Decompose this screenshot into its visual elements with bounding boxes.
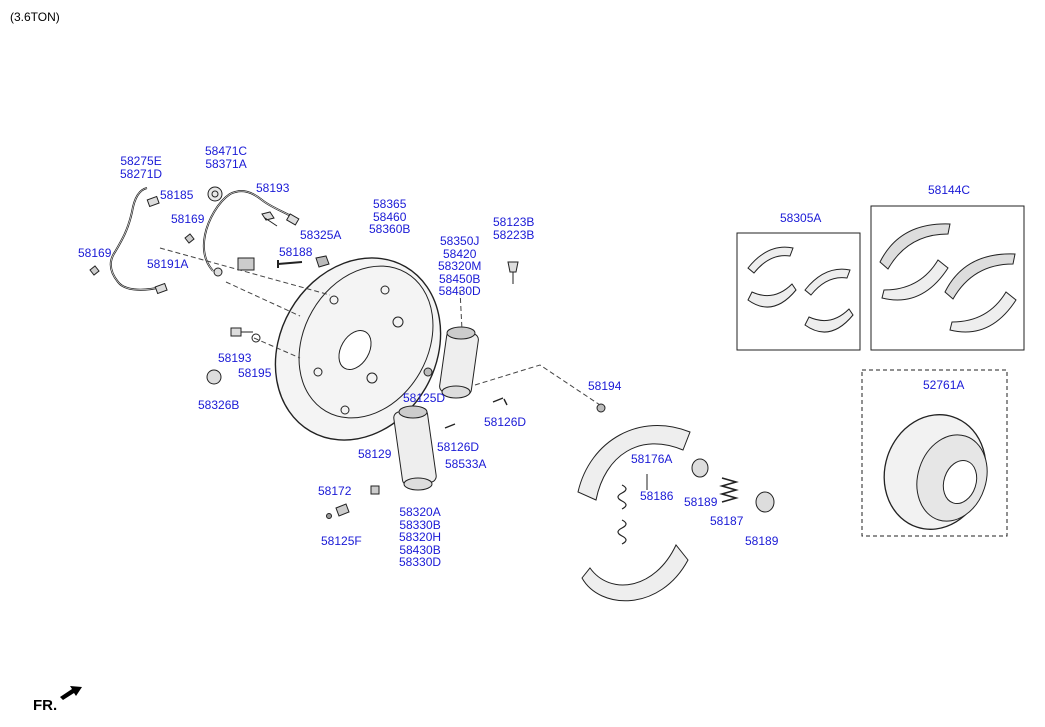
callout-58191a[interactable]: 58191A (147, 257, 189, 271)
bolt-58126db (444, 423, 456, 429)
callout-58189-b[interactable]: 58189 (745, 534, 779, 548)
wheel-cylinder-lower (393, 408, 437, 486)
washer-58189a (691, 458, 709, 478)
bolt-58193a (261, 211, 278, 227)
bolt-58188 (277, 260, 303, 268)
callout-58193-b[interactable]: 58193 (218, 351, 252, 365)
callout-58126d-b[interactable]: 58126D (437, 440, 480, 454)
callout-58326b[interactable]: 58326B (198, 398, 240, 412)
callout-58186[interactable]: 58186 (640, 489, 674, 503)
callout-58275e[interactable]: 58275E 58271D (120, 154, 163, 181)
clip-58169b (89, 265, 100, 276)
bolt-58123b (507, 261, 519, 284)
spring-58186b (617, 519, 627, 545)
washer-58189b (755, 491, 775, 513)
cap-58172 (326, 513, 332, 519)
washer-58195 (251, 333, 261, 343)
cap-58326b (206, 369, 222, 385)
brake-tube-left-inner (110, 187, 163, 291)
front-direction-label: FR. (33, 697, 58, 714)
callout-58123b[interactable]: 58123B 58223B (493, 215, 535, 242)
callout-58176a[interactable]: 58176A (631, 452, 673, 466)
variant-label: (3.6TON) (10, 10, 60, 24)
callout-58471c[interactable]: 58471C 58371A (205, 144, 248, 171)
callout-58533a[interactable]: 58533A (445, 457, 487, 471)
callout-58320a[interactable]: 58320A 58330B 58320H 58430B 58330D (399, 505, 442, 569)
nut-58194 (596, 403, 606, 413)
callout-52761a[interactable]: 52761A (923, 378, 965, 392)
callout-58125f[interactable]: 58125F (321, 534, 362, 548)
callout-58325a[interactable]: 58325A (300, 228, 342, 242)
spring-58187 (719, 477, 739, 503)
tube-fitting-b (154, 282, 168, 295)
callout-58185[interactable]: 58185 (160, 188, 194, 202)
callout-58187[interactable]: 58187 (710, 514, 744, 528)
brake-tube-right-inner (203, 190, 299, 272)
bolt-58193b (230, 327, 253, 337)
callout-58305a[interactable]: 58305A (780, 211, 822, 225)
bracket-58191a (237, 257, 255, 271)
brake-shoe-lower (581, 544, 689, 602)
callout-58194[interactable]: 58194 (588, 379, 622, 393)
callout-58172[interactable]: 58172 (318, 484, 352, 498)
callout-58129[interactable]: 58129 (358, 447, 392, 461)
nut-58125d (423, 367, 433, 377)
callout-58193-a[interactable]: 58193 (256, 181, 290, 195)
brake-shoe-upper (577, 425, 691, 501)
callout-58195[interactable]: 58195 (238, 366, 272, 380)
adjuster-58129 (370, 485, 380, 495)
callout-58144c[interactable]: 58144C (928, 183, 971, 197)
callout-58125d[interactable]: 58125D (403, 391, 446, 405)
box-52761a (861, 369, 1008, 537)
callout-58169-b[interactable]: 58169 (78, 246, 112, 260)
screw-58125f (335, 503, 350, 517)
callout-58188[interactable]: 58188 (279, 245, 313, 259)
bolt-58126da (492, 397, 508, 406)
front-arrow-icon (60, 686, 82, 700)
clip-58169a (184, 233, 195, 244)
box-58144c (870, 205, 1025, 351)
tube-fitting-a (146, 195, 160, 208)
tube-fitting-c (285, 213, 300, 226)
callout-58365[interactable]: 58365 58460 58360B (369, 197, 411, 236)
callout-58169-a[interactable]: 58169 (171, 212, 205, 226)
callout-58126d-a[interactable]: 58126D (484, 415, 527, 429)
box-58305a (736, 232, 861, 351)
callout-58350j[interactable]: 58350J 58420 58320M 58450B 58430D (438, 234, 482, 298)
spring-58186 (617, 484, 627, 510)
grommet-58185 (207, 186, 223, 202)
callout-58189-a[interactable]: 58189 (684, 495, 718, 509)
bleeder-58325a (315, 255, 330, 268)
